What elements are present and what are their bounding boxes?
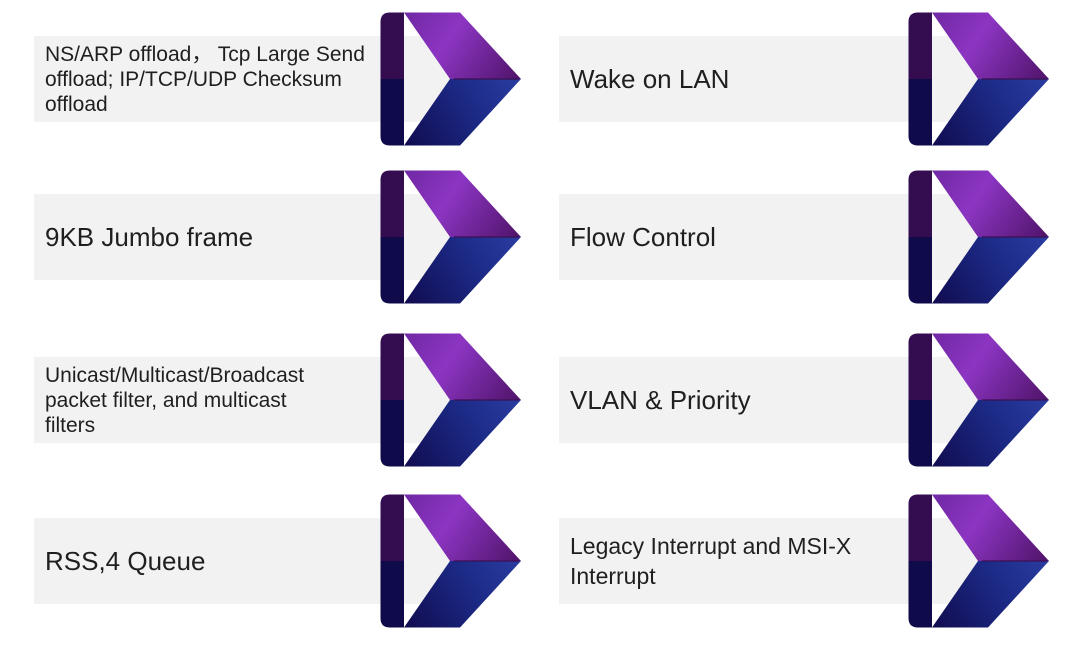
feature-label: Wake on LAN (570, 64, 730, 94)
feature-label: Legacy Interrupt and MSI-X Interrupt (570, 533, 852, 589)
feature-item-jumbo-frame: 9KB Jumbo frame (34, 170, 522, 304)
chevron-arrow-icon (908, 12, 1049, 146)
chevron-arrow-icon (380, 12, 521, 146)
feature-item-vlan-priority: VLAN & Priority (559, 333, 1050, 467)
feature-label: Unicast/Multicast/Broadcast packet filte… (45, 363, 305, 437)
feature-item-interrupt: Legacy Interrupt and MSI-X Interrupt (559, 494, 1050, 628)
feature-item-rss-queue: RSS,4 Queue (34, 494, 522, 628)
feature-label: Flow Control (570, 222, 716, 252)
feature-label: NS/ARP offload， Tcp Large Send offload; … (45, 42, 365, 116)
chevron-arrow-icon (908, 170, 1049, 304)
feature-item-flow-control: Flow Control (559, 170, 1050, 304)
chevron-arrow-icon (380, 170, 521, 304)
chevron-arrow-icon (908, 494, 1049, 628)
feature-item-wake-on-lan: Wake on LAN (559, 12, 1050, 146)
chevron-arrow-icon (380, 333, 521, 467)
chevron-arrow-icon (908, 333, 1049, 467)
feature-label: VLAN & Priority (570, 385, 751, 415)
feature-label: 9KB Jumbo frame (45, 222, 254, 252)
feature-item-packet-filter: Unicast/Multicast/Broadcast packet filte… (34, 333, 522, 467)
feature-label: RSS,4 Queue (45, 546, 206, 576)
feature-item-offload: NS/ARP offload， Tcp Large Send offload; … (34, 12, 522, 146)
chevron-arrow-icon (380, 494, 521, 628)
